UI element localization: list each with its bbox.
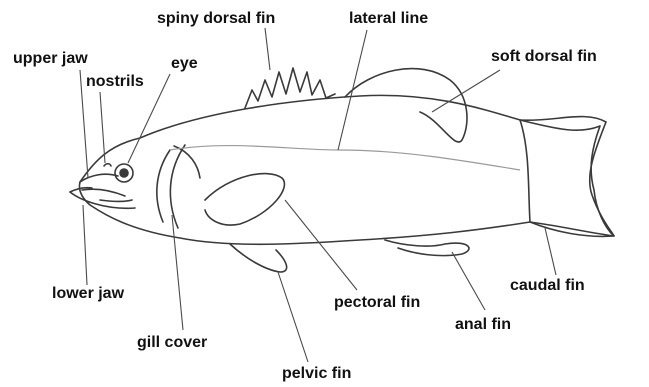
lateral-line bbox=[170, 146, 520, 170]
leader-lateral-line bbox=[338, 30, 367, 150]
pelvic-fin bbox=[230, 244, 287, 272]
leader-pectoral-fin bbox=[285, 200, 357, 290]
label-pelvic-fin: pelvic fin bbox=[282, 365, 351, 383]
leader-spiny-dorsal-fin bbox=[265, 28, 270, 70]
anal-fin bbox=[385, 240, 469, 256]
leader-anal-fin bbox=[452, 252, 485, 310]
label-soft-dorsal-fin: soft dorsal fin bbox=[491, 48, 597, 66]
label-nostrils: nostrils bbox=[86, 73, 144, 91]
label-pectoral-fin: pectoral fin bbox=[334, 294, 420, 312]
caudal-fin-base bbox=[520, 120, 530, 222]
leader-lower-jaw bbox=[83, 205, 87, 285]
nostril-mark bbox=[104, 164, 111, 166]
leader-gill-cover bbox=[172, 215, 183, 330]
eye-pupil bbox=[120, 169, 128, 177]
leader-pelvic-fin bbox=[278, 272, 308, 362]
soft-dorsal-fin bbox=[345, 69, 467, 142]
pectoral-fin bbox=[205, 174, 284, 225]
leader-caudal-fin bbox=[545, 228, 556, 275]
caudal-fin bbox=[520, 117, 614, 237]
label-caudal-fin: caudal fin bbox=[510, 277, 585, 295]
label-lateral-line: lateral line bbox=[349, 10, 428, 28]
label-gill-cover: gill cover bbox=[137, 334, 207, 352]
label-lower-jaw: lower jaw bbox=[52, 285, 124, 303]
gill-cover-inner bbox=[157, 150, 170, 222]
leader-nostrils bbox=[100, 92, 105, 163]
label-spiny-dorsal-fin: spiny dorsal fin bbox=[157, 10, 275, 28]
mouth-gape bbox=[82, 189, 125, 196]
label-anal-fin: anal fin bbox=[455, 316, 511, 334]
label-upper-jaw: upper jaw bbox=[13, 50, 88, 68]
label-eye: eye bbox=[171, 55, 198, 73]
